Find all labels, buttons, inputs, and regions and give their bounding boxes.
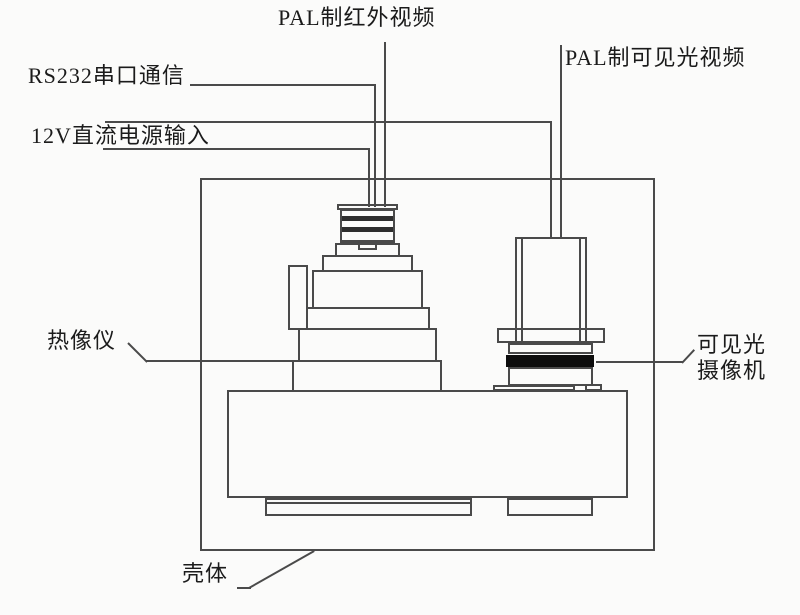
- thermal-stack-level1: [322, 255, 413, 272]
- connector-rib-1: [342, 216, 393, 221]
- thermal-side-tab: [288, 265, 308, 330]
- label-visible-camera-line2: 摄像机: [697, 358, 767, 384]
- camera-pedestal-box: [507, 498, 593, 516]
- label-housing: 壳体: [182, 561, 229, 586]
- connector-rib-2: [342, 227, 393, 232]
- camera-neck-band: [508, 343, 593, 354]
- pal-infrared-wire: [384, 42, 386, 207]
- rs232-leader-line: [190, 84, 376, 86]
- dc-power-leader-line: [103, 148, 370, 150]
- connector-body: [340, 209, 395, 243]
- housing-box: [200, 178, 655, 551]
- camera-mount-tab: [585, 384, 602, 391]
- rs232-wire: [374, 84, 376, 207]
- label-pal-infrared-video: PAL制红外视频: [278, 5, 436, 30]
- thermal-imager-leader-line: [146, 360, 293, 362]
- thermal-stack-level4: [298, 328, 437, 362]
- dc-power-camera-wire: [550, 121, 552, 239]
- label-dc-power-input: 12V直流电源输入: [31, 123, 210, 148]
- camera-inner-right-line: [579, 239, 581, 341]
- camera-black-band: [506, 355, 594, 367]
- base-bottom-plate-inner-line: [267, 502, 470, 504]
- label-visible-camera-line1: 可见光: [697, 332, 767, 357]
- thermal-imager-leader-diagonal: [127, 342, 148, 363]
- label-visible-camera: 可见光 摄像机: [697, 332, 766, 385]
- thermal-stack-level5: [292, 360, 442, 392]
- label-pal-visible-video: PAL制可见光视频: [565, 45, 746, 70]
- camera-inner-left-line: [521, 239, 523, 341]
- camera-mount-plate: [493, 385, 575, 391]
- thermal-stack-level3: [305, 307, 430, 330]
- connector-notch: [358, 243, 377, 250]
- label-thermal-imager: 热像仪: [47, 328, 117, 353]
- camera-flange: [497, 328, 605, 343]
- dc-power-camera-line: [105, 121, 552, 123]
- housing-leader-line: [237, 587, 251, 589]
- label-rs232-serial: RS232串口通信: [28, 63, 185, 88]
- camera-lower-body: [508, 367, 593, 386]
- base-bottom-plate: [265, 498, 472, 516]
- base-box: [227, 390, 628, 498]
- pal-visible-wire: [560, 45, 562, 239]
- visible-camera-leader-diagonal: [681, 349, 696, 364]
- housing-leader-diagonal: [248, 550, 315, 589]
- thermal-stack-level2: [312, 270, 423, 309]
- visible-camera-leader-line: [596, 361, 683, 363]
- dc-power-wire: [368, 148, 370, 207]
